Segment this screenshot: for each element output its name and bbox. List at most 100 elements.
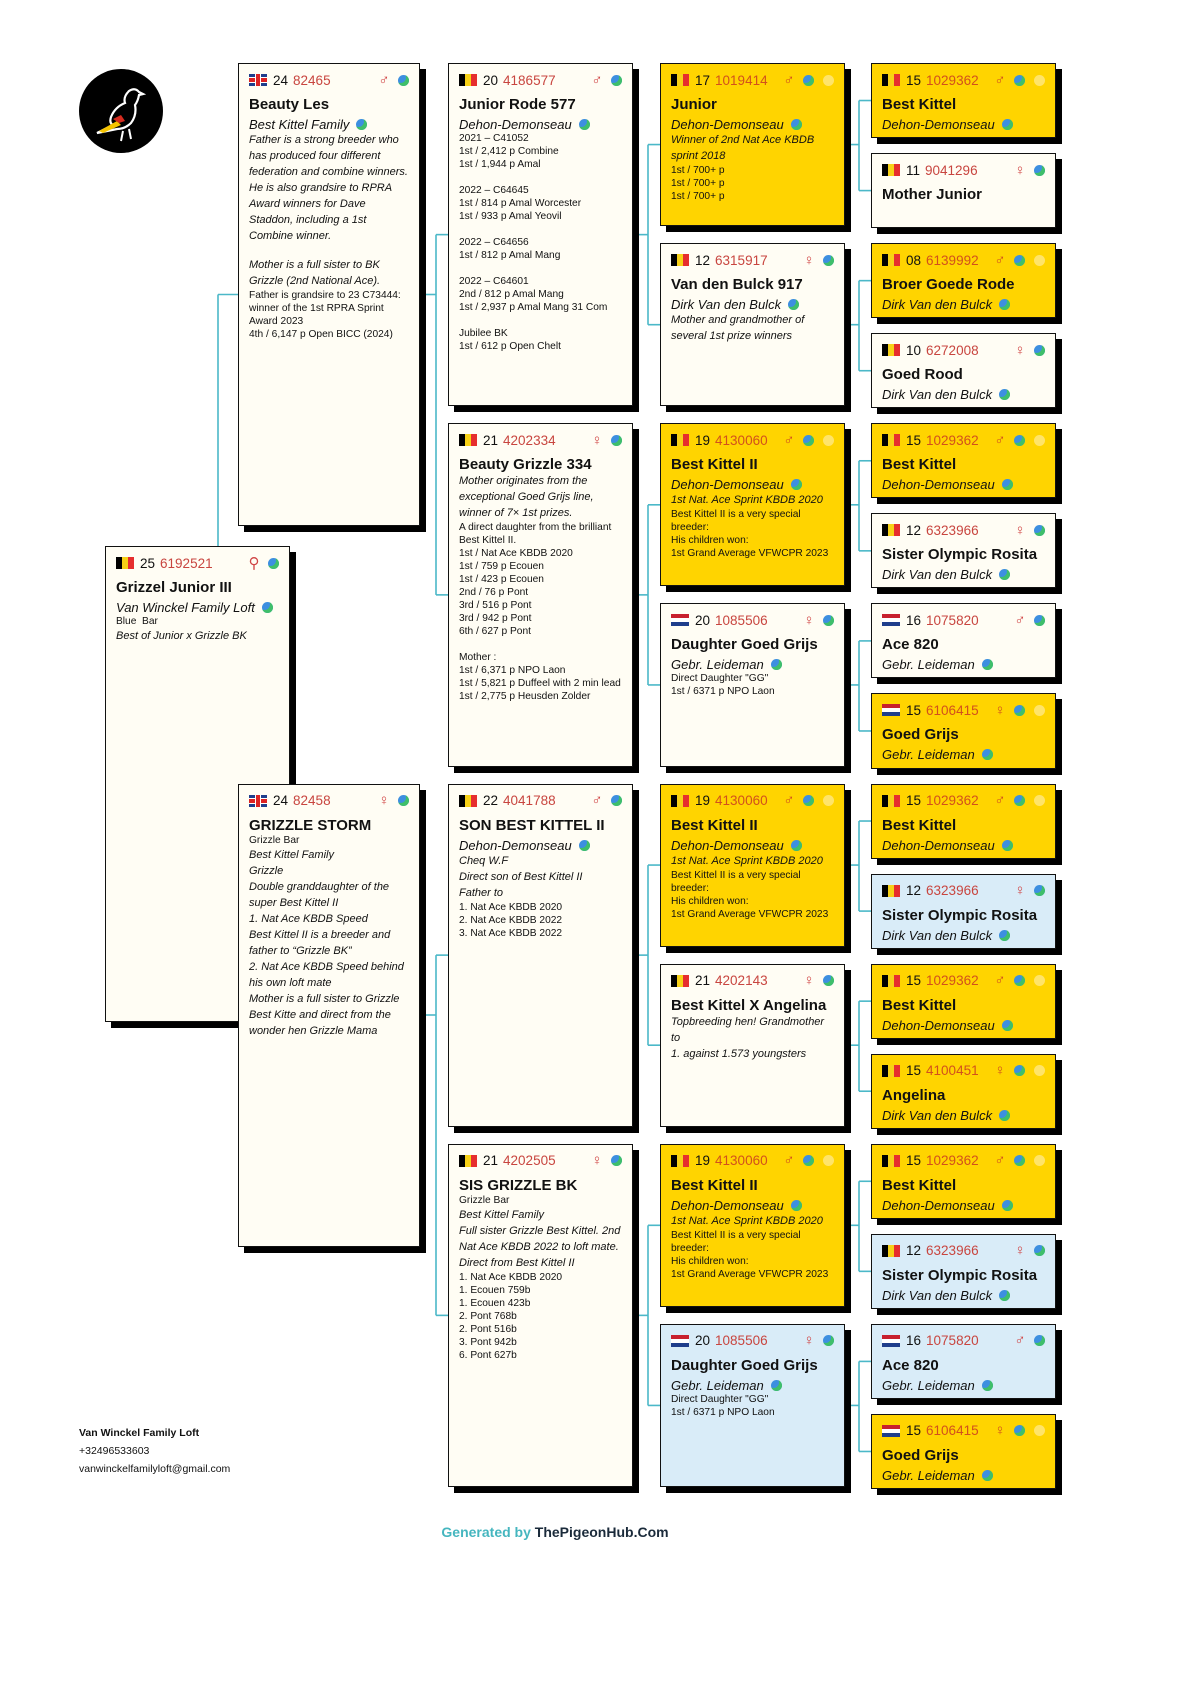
verified-icon[interactable] bbox=[578, 119, 590, 130]
verified-icon[interactable] bbox=[356, 119, 368, 130]
info-icon[interactable] bbox=[823, 434, 834, 446]
info-icon[interactable] bbox=[1034, 1425, 1045, 1437]
verified-icon[interactable] bbox=[823, 614, 834, 626]
verified-icon[interactable] bbox=[790, 839, 802, 851]
verified-icon[interactable] bbox=[803, 1155, 814, 1167]
verified-icon[interactable] bbox=[611, 74, 622, 86]
info-icon[interactable] bbox=[1034, 434, 1045, 446]
verified-icon[interactable] bbox=[981, 1379, 993, 1391]
info-icon[interactable] bbox=[1034, 975, 1045, 987]
verified-icon[interactable] bbox=[578, 839, 590, 851]
verified-icon[interactable] bbox=[999, 1109, 1011, 1121]
info-icon[interactable] bbox=[1034, 1155, 1045, 1167]
verified-icon[interactable] bbox=[999, 1289, 1011, 1301]
verified-icon[interactable] bbox=[1001, 479, 1013, 491]
verified-icon[interactable] bbox=[999, 929, 1011, 941]
verified-icon[interactable] bbox=[1034, 524, 1045, 536]
verified-icon[interactable] bbox=[999, 389, 1011, 401]
verified-icon[interactable] bbox=[1014, 1425, 1025, 1437]
verified-icon[interactable] bbox=[1034, 885, 1045, 897]
info-icon[interactable] bbox=[823, 1155, 834, 1167]
verified-icon[interactable] bbox=[261, 602, 273, 613]
verified-icon[interactable] bbox=[1014, 254, 1025, 266]
verified-icon[interactable] bbox=[1034, 1335, 1045, 1347]
verified-icon[interactable] bbox=[770, 1379, 782, 1391]
verified-icon[interactable] bbox=[790, 119, 802, 130]
verified-icon[interactable] bbox=[999, 569, 1011, 581]
verified-icon[interactable] bbox=[268, 557, 279, 569]
info-icon[interactable] bbox=[1034, 254, 1045, 266]
verified-icon[interactable] bbox=[981, 659, 993, 671]
verified-icon[interactable] bbox=[1034, 1245, 1045, 1257]
verified-icon[interactable] bbox=[611, 795, 622, 806]
verified-icon[interactable] bbox=[823, 975, 834, 987]
generated-site-link[interactable]: ThePigeonHub.Com bbox=[534, 1524, 669, 1540]
verified-icon[interactable] bbox=[823, 254, 834, 266]
verified-icon[interactable] bbox=[981, 749, 993, 761]
verified-icon[interactable] bbox=[1014, 975, 1025, 987]
verified-icon[interactable] bbox=[1014, 795, 1025, 806]
verified-icon[interactable] bbox=[1014, 1155, 1025, 1167]
verified-icon[interactable] bbox=[1001, 839, 1013, 851]
info-icon[interactable] bbox=[823, 74, 834, 86]
verified-icon[interactable] bbox=[611, 1155, 622, 1167]
verified-icon[interactable] bbox=[1034, 164, 1045, 176]
verified-icon[interactable] bbox=[790, 479, 802, 491]
info-icon[interactable] bbox=[1034, 1065, 1045, 1077]
verified-icon[interactable] bbox=[1034, 614, 1045, 626]
verified-icon[interactable] bbox=[1014, 74, 1025, 86]
verified-icon[interactable] bbox=[999, 299, 1011, 311]
verified-icon[interactable] bbox=[398, 74, 409, 86]
verified-icon[interactable] bbox=[1001, 1199, 1013, 1211]
verified-icon[interactable] bbox=[770, 659, 782, 671]
verified-icon[interactable] bbox=[398, 795, 409, 806]
verified-icon[interactable] bbox=[788, 299, 800, 311]
info-icon[interactable] bbox=[1034, 74, 1045, 86]
verified-icon[interactable] bbox=[803, 434, 814, 446]
verified-icon[interactable] bbox=[611, 434, 622, 446]
verified-icon[interactable] bbox=[1034, 344, 1045, 356]
verified-icon[interactable] bbox=[981, 1469, 993, 1481]
verified-icon[interactable] bbox=[1014, 1065, 1025, 1077]
info-icon[interactable] bbox=[823, 795, 834, 806]
verified-icon[interactable] bbox=[1001, 119, 1013, 130]
verified-icon[interactable] bbox=[803, 74, 814, 86]
verified-icon[interactable] bbox=[1014, 704, 1025, 716]
info-icon[interactable] bbox=[1034, 704, 1045, 716]
verified-icon[interactable] bbox=[1001, 1019, 1013, 1031]
verified-icon[interactable] bbox=[823, 1335, 834, 1347]
info-icon[interactable] bbox=[1034, 795, 1045, 806]
verified-icon[interactable] bbox=[1014, 434, 1025, 446]
verified-icon[interactable] bbox=[803, 795, 814, 806]
